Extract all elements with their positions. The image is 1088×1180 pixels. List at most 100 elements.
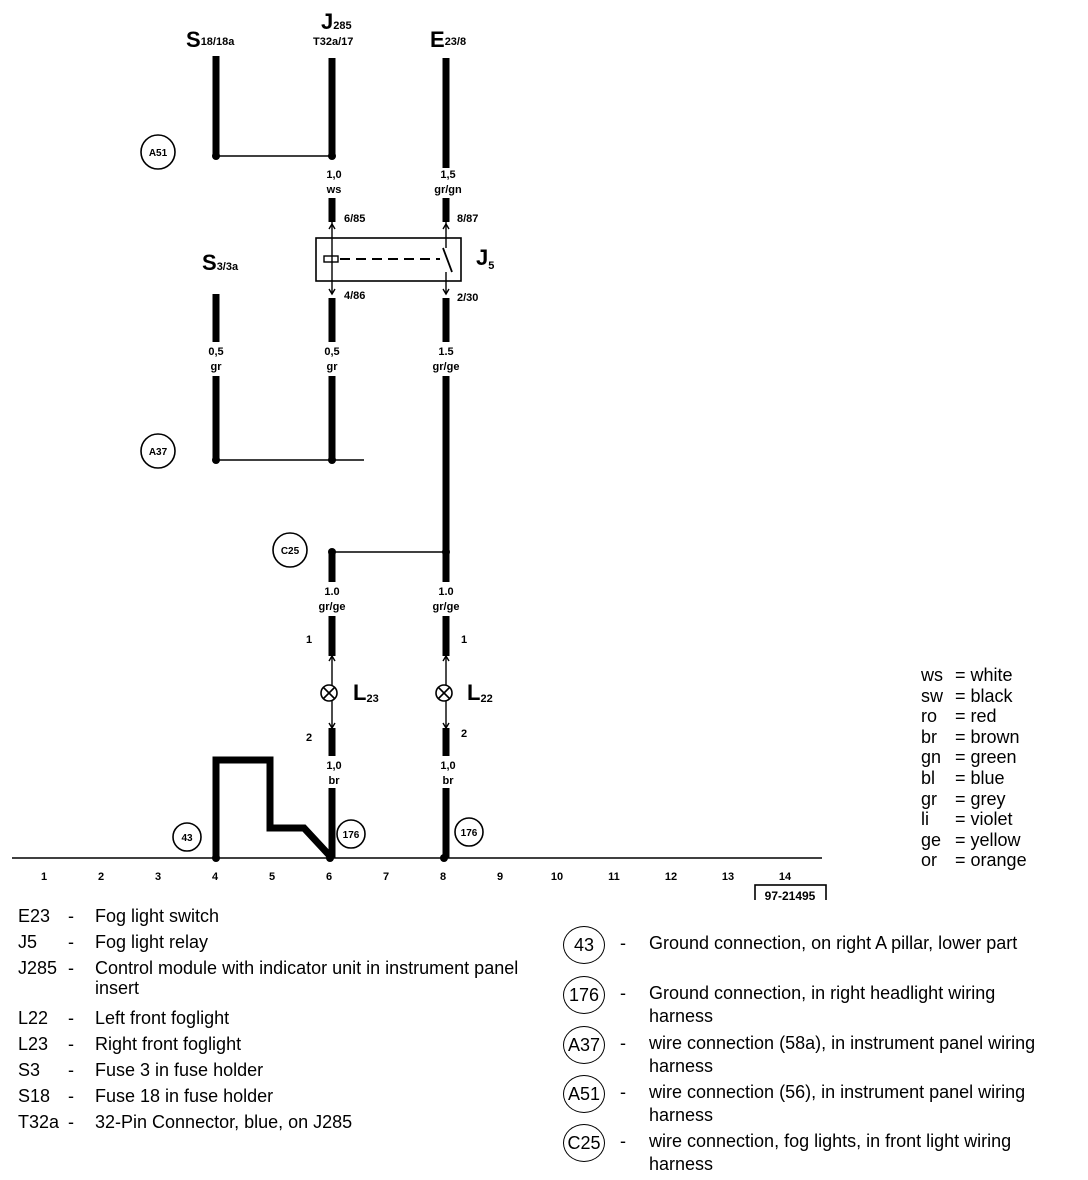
legend-row: E23-Fog light switch xyxy=(0,906,560,928)
color-code: or xyxy=(921,850,938,871)
color-code: ro xyxy=(921,706,938,727)
junction-dot xyxy=(328,548,336,556)
wire-color-label: gr/gn xyxy=(434,184,462,196)
connection-a37-label: A37 xyxy=(149,447,168,458)
grid-number: 10 xyxy=(551,871,563,883)
pin-label: 2 xyxy=(306,732,312,744)
color-key-row: gn = green xyxy=(921,747,1027,768)
junction-dot xyxy=(326,854,334,862)
grid-number: 14 xyxy=(779,871,792,883)
grid-number: 5 xyxy=(269,871,275,883)
ground-legend-desc: Ground connection, in right headlight wi… xyxy=(649,983,996,1026)
color-name: red xyxy=(970,706,997,727)
color-key-row: br= brown xyxy=(921,727,1027,748)
grid-number: 4 xyxy=(212,871,219,883)
ground-legend-circle: 43 xyxy=(563,926,605,964)
grid-number: 12 xyxy=(665,871,677,883)
equals-sign: = xyxy=(955,767,966,788)
legend-code: E23 xyxy=(18,906,51,926)
color-name: green xyxy=(970,747,1017,768)
wire-color-label: gr xyxy=(211,361,223,373)
color-code: ge xyxy=(921,829,942,850)
legend-dash: - xyxy=(68,1034,74,1054)
wire-size-label: 1.5 xyxy=(438,346,453,358)
pin-label: 1 xyxy=(306,634,312,646)
color-name: blue xyxy=(970,767,1005,788)
grid-number: 6 xyxy=(326,871,332,883)
legend-dash: - xyxy=(68,1008,74,1028)
wire-color-label: gr/ge xyxy=(433,601,460,613)
pin-label: 2/30 xyxy=(457,292,478,304)
junction-dot xyxy=(212,854,220,862)
legend-row: T32a- 32-Pin Connector, blue, on J285 xyxy=(0,1112,560,1134)
wire-size-label: 1.0 xyxy=(438,586,453,598)
ground-176-right xyxy=(454,817,484,847)
color-name: white xyxy=(970,665,1013,685)
connection-a51-label: A51 xyxy=(149,148,168,159)
legend-desc: Fuse 18 in fuse holder xyxy=(95,1086,274,1106)
wiring-diagram: S18/18a J285 T32a/17 E23/8 S3/3a J5 L23 … xyxy=(12,9,827,900)
pin-label: 1 xyxy=(461,634,467,646)
legend-desc: 32-Pin Connector, blue, on J285 xyxy=(95,1112,353,1132)
equals-sign: = xyxy=(955,809,966,830)
legend-row: J285-Control module with indicator unit … xyxy=(0,958,560,1004)
relay-j5-box xyxy=(315,237,462,282)
legend-dash: - xyxy=(68,906,74,926)
label-j285: J285 xyxy=(321,9,352,34)
ground-legend-row: A51 - wire connection (56), in instrumen… xyxy=(563,1075,1083,1125)
grid-number: 7 xyxy=(383,871,389,883)
relay-contact xyxy=(442,247,453,273)
color-code: li xyxy=(921,809,929,830)
equals-sign: = xyxy=(955,747,966,768)
color-code: gn xyxy=(921,747,942,768)
color-name: grey xyxy=(970,788,1006,809)
legend-dash: - xyxy=(620,1082,626,1102)
pin-label: 2 xyxy=(461,728,467,740)
grid-number: 9 xyxy=(497,871,503,883)
arrow-up-icon xyxy=(328,654,336,662)
ground-43-label: 43 xyxy=(181,833,193,844)
junction-dot xyxy=(212,152,220,160)
legend-desc: Left front foglight xyxy=(95,1008,230,1028)
lamp-l22-icon xyxy=(435,684,453,702)
color-key-row: li= violet xyxy=(921,809,1027,830)
grid-number: 11 xyxy=(608,871,620,883)
wire-size-label: 1,0 xyxy=(326,760,341,772)
pin-label: 4/86 xyxy=(344,290,365,302)
label-j5: J5 xyxy=(476,245,494,272)
legend-dash: - xyxy=(68,1112,74,1132)
lamp-l23-icon xyxy=(320,684,338,702)
wire-ground-43 xyxy=(212,756,333,859)
legend-dash: - xyxy=(620,933,626,953)
equals-sign: = xyxy=(955,726,966,747)
ground-legend-circle: C25 xyxy=(563,1124,605,1162)
junction-dot xyxy=(440,854,448,862)
legend-row: S18-Fuse 18 in fuse holder xyxy=(0,1086,560,1108)
wire-color-label: ws xyxy=(326,184,342,196)
color-key-row: ro= red xyxy=(921,706,1027,727)
arrow-down-icon xyxy=(328,722,336,730)
color-code: sw xyxy=(921,685,943,706)
legend-row: J5-Fog light relay xyxy=(0,932,560,954)
figure-id: 97-21495 xyxy=(765,889,816,900)
label-l22: L22 xyxy=(467,680,493,705)
equals-sign: = xyxy=(955,829,966,850)
legend-desc: Fuse 3 in fuse holder xyxy=(95,1060,264,1080)
legend-dash: - xyxy=(620,1131,626,1151)
color-code: gr xyxy=(921,788,938,809)
pin-label: 6/85 xyxy=(344,213,365,225)
legend-code: T32a xyxy=(18,1112,60,1132)
grid-number: 3 xyxy=(155,871,161,883)
legend-desc: Control module with indicator unit in in… xyxy=(95,958,519,998)
color-code: bl xyxy=(921,767,936,788)
arrow-down-icon xyxy=(328,288,336,296)
connection-c25 xyxy=(272,532,308,568)
relay-coil xyxy=(323,255,339,263)
grid-number: 2 xyxy=(98,871,104,883)
ground-legend-row: C25 - wire connection, fog lights, in fr… xyxy=(563,1124,1083,1174)
wire-color-label: gr/ge xyxy=(319,601,346,613)
ground-176-left xyxy=(336,819,366,849)
grid-number: 13 xyxy=(722,871,734,883)
color-key-row: ge= yellow xyxy=(921,830,1027,851)
label-s3: S3/3a xyxy=(202,250,239,275)
